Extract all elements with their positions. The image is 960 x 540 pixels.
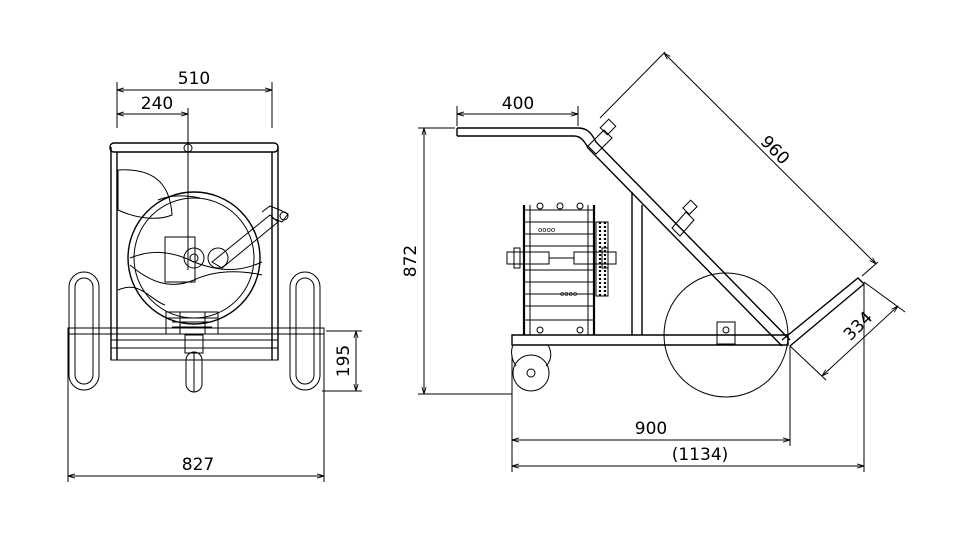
hose-drum [127,191,261,325]
svg-text:510: 510 [178,69,210,89]
front-axle [67,327,325,335]
front-caster-fork [184,334,204,354]
dim-827: 827 [67,332,325,482]
base-rail [511,334,789,346]
svg-text:195: 195 [334,345,354,377]
svg-text:oooo: oooo [560,290,577,298]
hose-wrap-top [117,169,173,219]
front-handle-bar [109,142,279,153]
dim-510: 510 [116,69,273,128]
svg-text:872: 872 [401,245,421,277]
svg-text:400: 400 [502,94,534,114]
side-view: oooo oooo 400 [401,51,906,472]
svg-text:240: 240 [141,94,173,114]
dim-1134: (1134) [512,284,865,472]
side-handle [457,127,791,341]
wheel-hub-bracket [716,321,736,345]
side-main-wheel [663,272,789,398]
dim-240: 240 [117,94,188,114]
svg-text:900: 900 [635,419,667,439]
front-right-wheel [289,271,321,391]
dim-872: 872 [401,127,512,395]
side-caster-wheel [512,354,550,392]
handle-knob-lower [671,211,695,237]
front-left-wheel [68,271,100,391]
dim-400: 400 [456,94,579,126]
svg-text:(1134): (1134) [672,445,729,465]
dim-900: 900 [511,346,791,472]
center-bracket [165,311,219,335]
side-reel: oooo oooo [506,202,617,335]
hose-nozzle-arm [211,214,279,269]
front-view: 510 240 827 195 [67,69,362,482]
svg-text:960: 960 [756,132,793,169]
svg-text:334: 334 [840,308,877,345]
handle-knob-upper [587,129,613,155]
dim-195: 195 [322,330,362,392]
svg-text:oooo: oooo [538,226,555,234]
svg-text:827: 827 [182,455,214,475]
drum-hub [183,247,205,269]
